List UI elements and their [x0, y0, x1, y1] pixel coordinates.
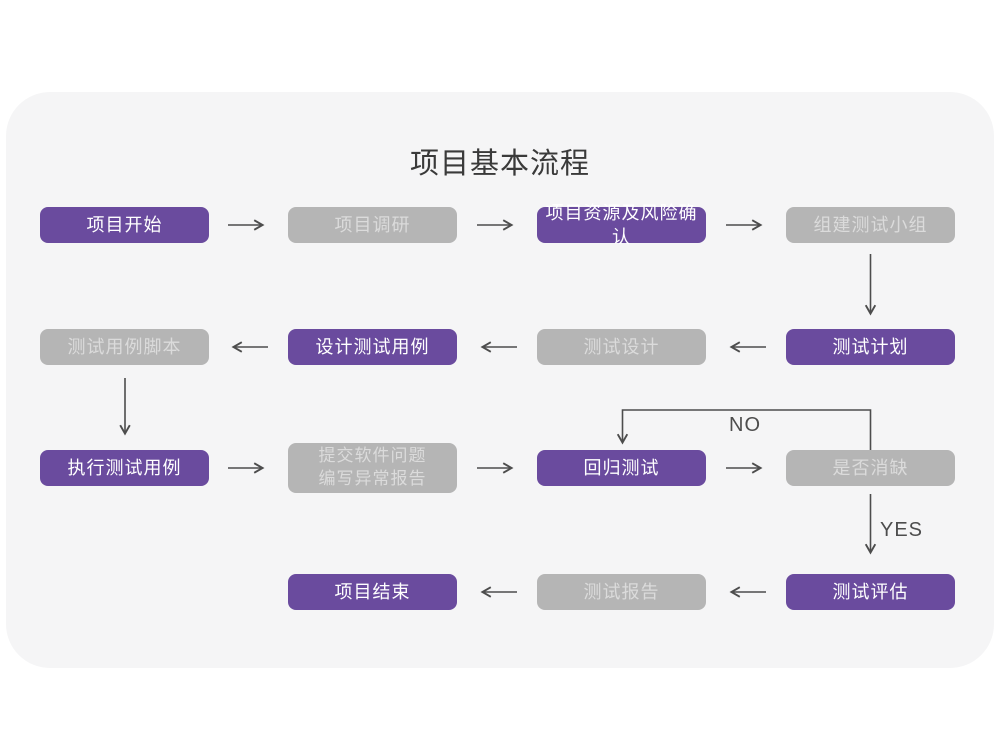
- flowchart-card: [6, 92, 994, 668]
- flow-node-test-case-script: 测试用例脚本: [40, 329, 209, 365]
- flow-node-test-design: 测试设计: [537, 329, 706, 365]
- edge-label-no: NO: [729, 414, 761, 436]
- edge-label-yes: YES: [880, 519, 924, 541]
- flow-node-build-test-team: 组建测试小组: [786, 207, 955, 243]
- flow-node-project-start: 项目开始: [40, 207, 209, 243]
- diagram-title: 项目基本流程: [409, 148, 590, 180]
- flow-node-test-report: 测试报告: [537, 574, 706, 610]
- flow-node-resource-risk-confirm: 项目资源及风险确认: [537, 203, 706, 247]
- flow-node-test-evaluate: 测试评估: [786, 574, 955, 610]
- flow-node-test-plan: 测试计划: [786, 329, 955, 365]
- flow-node-defect-resolved-check: 是否消缺: [786, 450, 955, 486]
- flow-node-submit-issue-report: 提交软件问题 编写异常报告: [288, 443, 457, 493]
- flow-node-project-end: 项目结束: [288, 574, 457, 610]
- flow-node-regression-test: 回归测试: [537, 450, 706, 486]
- flow-node-execute-test-cases: 执行测试用例: [40, 450, 209, 486]
- flow-node-project-research: 项目调研: [288, 207, 457, 243]
- flow-node-design-test-cases: 设计测试用例: [288, 329, 457, 365]
